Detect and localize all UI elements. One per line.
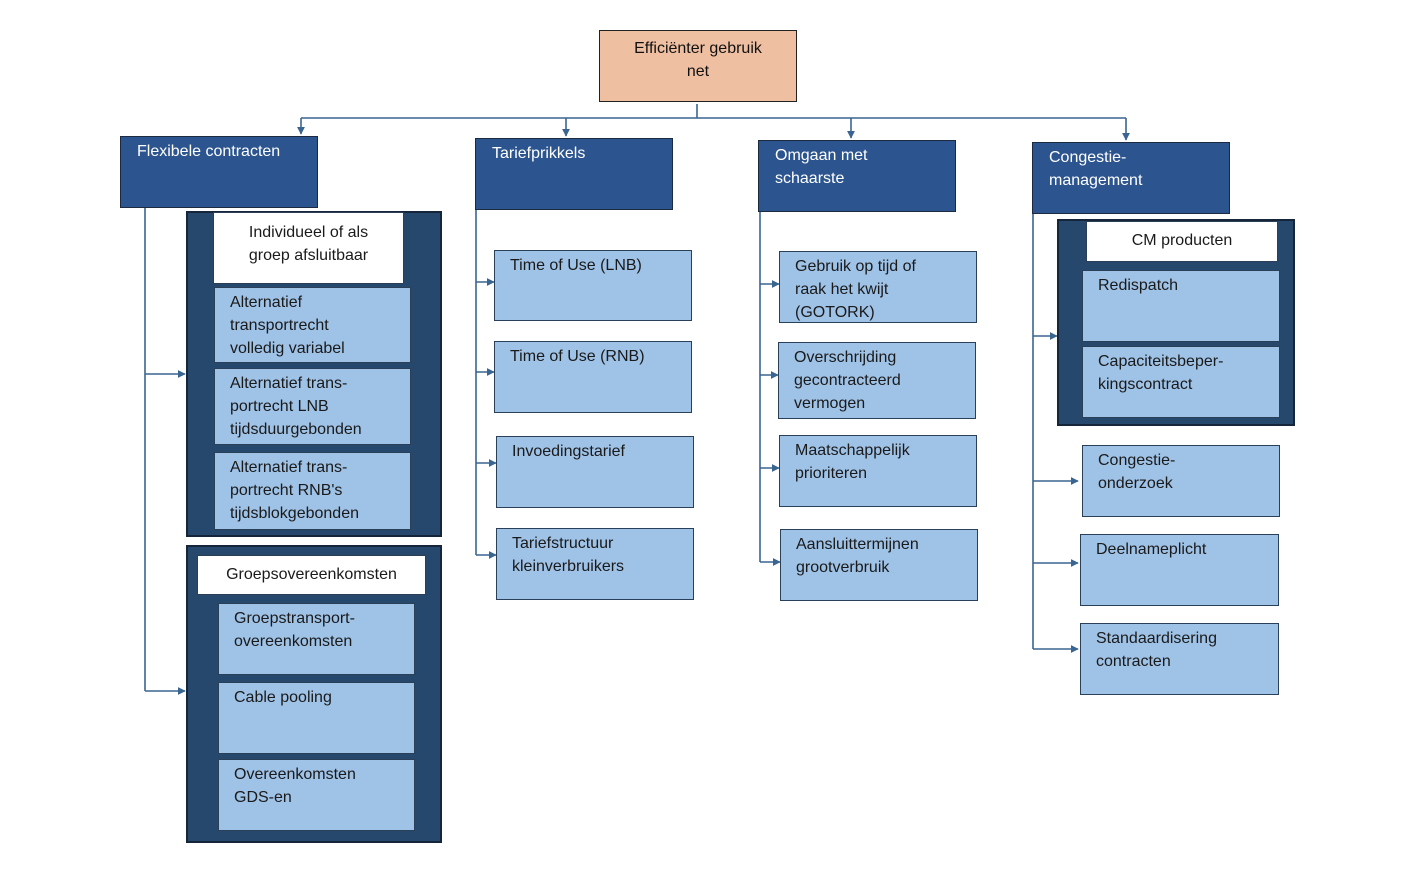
item-alternatief-lnb: Alternatief trans- portrecht LNB tijdsdu… — [214, 368, 411, 445]
column-heading-tariefprikkels: Tariefprikkels — [475, 138, 673, 210]
item-groepstransport: Groepstransport- overeenkomsten — [218, 603, 415, 675]
item-deelnameplicht: Deelnameplicht — [1080, 534, 1279, 606]
item-capaciteitsbeperkingscontract: Capaciteitsbeper- kingscontract — [1082, 346, 1280, 418]
item-overschrijding: Overschrijding gecontracteerd vermogen — [778, 342, 976, 419]
group-label-cm-producten: CM producten — [1086, 221, 1278, 262]
root-node: Efficiënter gebruik net — [599, 30, 797, 102]
item-time-of-use-lnb: Time of Use (LNB) — [494, 250, 692, 321]
group-label-groepsovereenkomsten: Groepsovereenkomsten — [197, 555, 426, 595]
item-cable-pooling: Cable pooling — [218, 682, 415, 754]
column-heading-omgaan-met-schaarste: Omgaan met schaarste — [758, 140, 956, 212]
item-overeenkomsten-gds: Overeenkomsten GDS-en — [218, 759, 415, 831]
item-gotork: Gebruik op tijd of raak het kwijt (GOTOR… — [779, 251, 977, 323]
column-heading-flexibele-contracten: Flexibele contracten — [120, 136, 318, 208]
group-label-individueel: Individueel of als groep afsluitbaar — [213, 212, 404, 284]
item-time-of-use-rnb: Time of Use (RNB) — [494, 341, 692, 413]
item-redispatch: Redispatch — [1082, 270, 1280, 342]
item-maatschappelijk-prioriteren: Maatschappelijk prioriteren — [779, 435, 977, 507]
item-invoedingstarief: Invoedingstarief — [496, 436, 694, 508]
item-congestieonderzoek: Congestie- onderzoek — [1082, 445, 1280, 517]
item-alternatief-volledig-variabel: Alternatief transportrecht volledig vari… — [214, 287, 411, 363]
item-standaardisering-contracten: Standaardisering contracten — [1080, 623, 1279, 695]
item-alternatief-rnb: Alternatief trans- portrecht RNB's tijds… — [214, 452, 411, 530]
item-aansluittermijnen: Aansluittermijnen grootverbruik — [780, 529, 978, 601]
column-heading-congestiemanagement: Congestie- management — [1032, 142, 1230, 214]
item-tariefstructuur: Tariefstructuur kleinverbruikers — [496, 528, 694, 600]
